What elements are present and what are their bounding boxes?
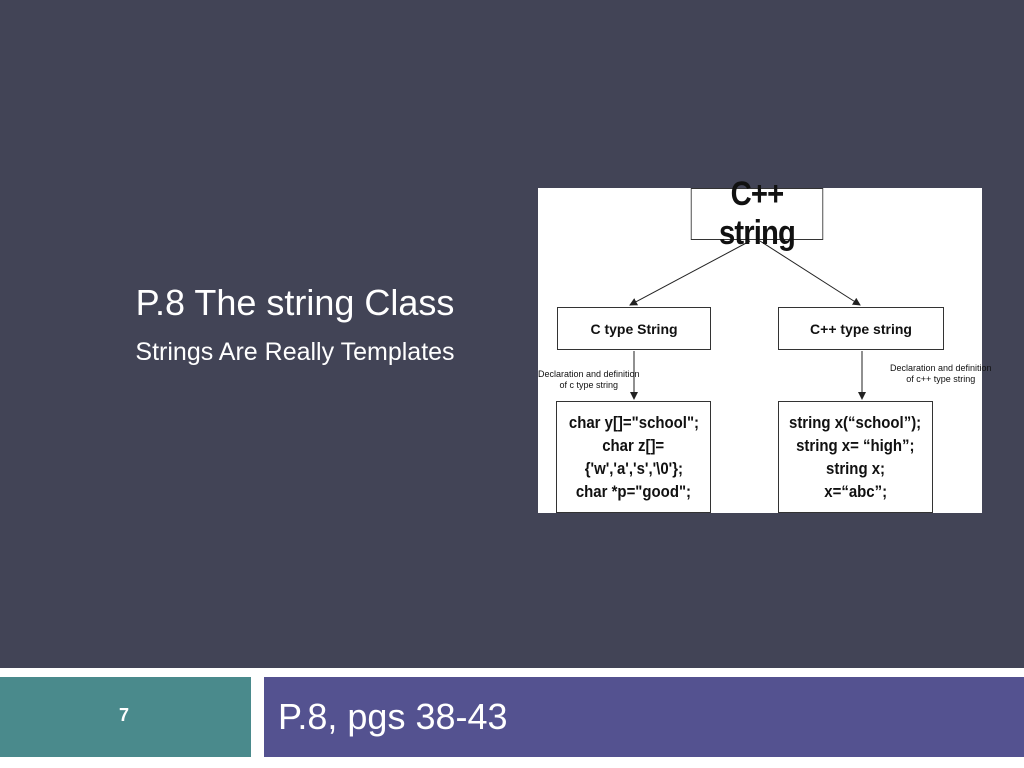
slide-title: P.8 The string Class: [135, 282, 455, 323]
footer-text: P.8, pgs 38-43: [278, 696, 508, 737]
footer-divider: [0, 668, 1024, 677]
arrow-root-to-cpp-type: [759, 240, 861, 306]
arrow-root-to-c-type: [629, 240, 751, 306]
code-line: string x(“school”);: [789, 413, 922, 432]
c-type-code-node: char y[]="school"; char z[]= {'w','a','s…: [556, 401, 711, 513]
c-type-string-node: C type String: [557, 307, 711, 350]
slide-subtitle: Strings Are Really Templates: [135, 338, 455, 366]
slide-number: 7: [118, 705, 129, 725]
diagram-connectors: [629, 240, 866, 400]
cpp-string-diagram: C++ string C type String C++ type string…: [538, 175, 992, 513]
cpp-type-note: Declaration and definition of c++ type s…: [890, 363, 992, 384]
footer-left-panel: [0, 677, 251, 757]
code-line: char *p="good";: [575, 482, 692, 501]
code-line: string x;: [825, 459, 886, 478]
footer-bottom-strip: [0, 757, 1024, 768]
code-line: char y[]="school";: [568, 413, 699, 432]
code-line: {'w','a','s','\0'};: [584, 459, 683, 478]
c-type-note: Declaration and definition of c type str…: [538, 369, 640, 390]
footer-gap: [251, 677, 264, 757]
footer-right-panel: [264, 677, 1024, 757]
code-line: char z[]=: [602, 436, 665, 455]
cpp-type-code-node: string x(“school”); string x= “high”; st…: [778, 401, 933, 513]
root-node: C++ string: [690, 175, 824, 252]
cpp-type-string-node: C++ type string: [778, 307, 944, 350]
code-line: string x= “high”;: [796, 436, 915, 455]
code-line: x=“abc”;: [824, 482, 887, 501]
